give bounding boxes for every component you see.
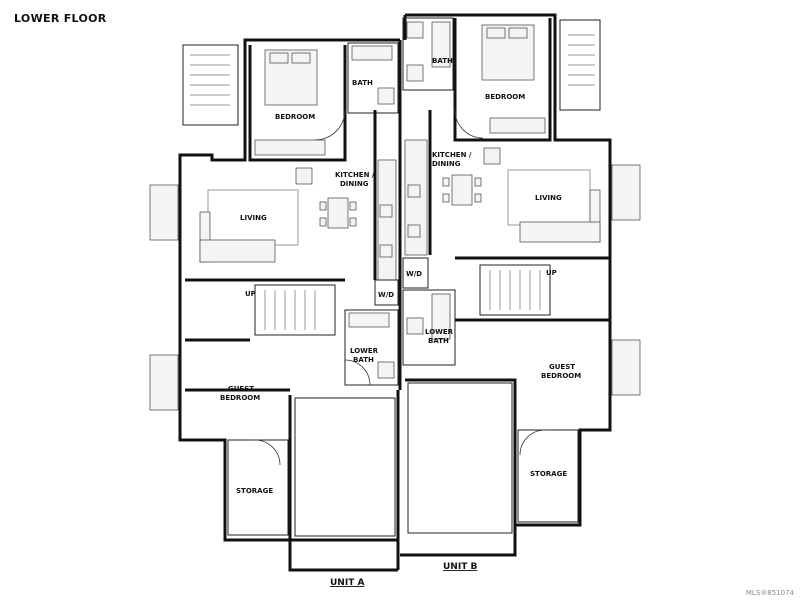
label-unit-a-living: LIVING <box>240 214 267 222</box>
label-unit-a-bedroom: BEDROOM <box>275 113 315 121</box>
label-unit-b: UNIT B <box>443 562 477 572</box>
label-unit-b-living: LIVING <box>535 194 562 202</box>
label-unit-a-lower-bath-2: BATH <box>353 356 374 364</box>
label-unit-b-lower-bath-1: LOWER <box>425 328 454 336</box>
unit-b-wd-closet <box>402 257 429 289</box>
unit-a-counter <box>377 159 397 281</box>
unit-a-bedroom-wall <box>248 45 347 162</box>
unit-b-window-right <box>611 164 641 221</box>
label-unit-b-bedroom: BEDROOM <box>485 93 525 101</box>
unit-b-storage <box>517 429 579 523</box>
unit-a-exterior-stair <box>182 44 239 126</box>
label-unit-a-guest-2: BEDROOM <box>220 394 260 402</box>
unit-b-garage <box>405 378 517 525</box>
unit-a-lower-bath <box>344 309 399 386</box>
label-unit-a-bath: BATH <box>352 79 373 87</box>
unit-a-plan <box>149 38 402 572</box>
label-unit-a-lower-bath-1: LOWER <box>350 347 379 355</box>
label-unit-a: UNIT A <box>330 578 364 588</box>
unit-a-dining-table <box>327 197 349 229</box>
label-unit-b-wd: W/D <box>406 270 422 278</box>
unit-b-lower-bath <box>402 289 456 366</box>
unit-b-bedroom-wall <box>453 18 552 142</box>
label-unit-b-kitchen-1: KITCHEN / <box>432 151 472 159</box>
unit-b-bath <box>402 17 454 91</box>
unit-a-interior-stair <box>254 284 336 336</box>
unit-a-bath <box>347 42 399 114</box>
unit-b-exterior-stair <box>559 19 601 111</box>
unit-a-bedroom-closet <box>254 139 326 156</box>
unit-a-wd-closet <box>374 279 399 306</box>
label-unit-b-guest-1: GUEST <box>549 363 575 371</box>
label-unit-a-kitchen-2: DINING <box>340 180 369 188</box>
unit-b-dining-table <box>451 174 473 206</box>
unit-b-plan <box>400 13 641 557</box>
unit-b-bedroom-closet <box>489 117 546 134</box>
label-unit-a-up: UP <box>245 290 256 298</box>
label-unit-b-storage: STORAGE <box>530 470 567 478</box>
unit-b-interior-stair <box>479 264 551 316</box>
label-unit-a-wd: W/D <box>378 291 394 299</box>
label-unit-b-lower-bath-2: BATH <box>428 337 449 345</box>
unit-b-window-guest <box>611 339 641 396</box>
page-title: LOWER FLOOR <box>14 12 107 25</box>
unit-a-window-guest <box>149 354 179 411</box>
label-unit-b-kitchen-2: DINING <box>432 160 461 168</box>
label-unit-b-up: UP <box>546 269 557 277</box>
unit-b-outer-wall <box>400 13 612 557</box>
unit-a-garage <box>288 395 398 542</box>
label-unit-b-bath: BATH <box>432 57 453 65</box>
label-unit-a-kitchen-1: KITCHEN / <box>335 171 375 179</box>
unit-b-counter <box>404 139 428 256</box>
label-unit-b-guest-2: BEDROOM <box>541 372 581 380</box>
label-unit-a-guest-1: GUEST <box>228 385 254 393</box>
unit-a-window-left <box>149 184 179 241</box>
label-unit-a-storage: STORAGE <box>236 487 273 495</box>
watermark: MLS®851074 <box>745 589 794 597</box>
